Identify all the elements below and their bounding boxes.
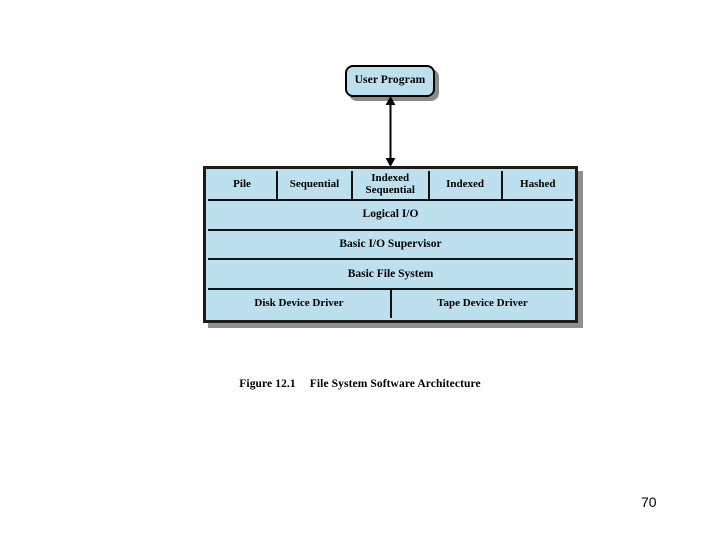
diagram-cell-disk-device-driver: Disk Device Driver <box>208 290 392 318</box>
cell-label: Tape Device Driver <box>437 297 528 310</box>
user-program-box: User Program <box>345 65 435 97</box>
cell-label: Basic I/O Supervisor <box>339 238 442 251</box>
diagram-row-access-methods: Pile Sequential Indexed Sequential Index… <box>208 171 573 201</box>
figure-caption-title: File System Software Architecture <box>309 378 481 390</box>
page-number: 70 <box>641 494 657 510</box>
diagram-cell-tape-device-driver: Tape Device Driver <box>391 290 573 318</box>
diagram-row-basic-io-supervisor: Basic I/O Supervisor <box>208 230 573 261</box>
cell-label: Disk Device Driver <box>254 297 344 310</box>
diagram-cell-basic-file-system: Basic File System <box>208 260 573 289</box>
cell-label: Sequential <box>289 177 340 190</box>
cell-label: Indexed <box>446 177 484 190</box>
file-system-architecture-diagram: Pile Sequential Indexed Sequential Index… <box>203 166 578 323</box>
user-program-label: User Program <box>354 74 426 87</box>
diagram-cell-indexed-sequential: Indexed Sequential <box>352 171 430 199</box>
diagram-cell-basic-io-supervisor: Basic I/O Supervisor <box>208 230 573 259</box>
diagram-row-basic-file-system: Basic File System <box>208 260 573 291</box>
diagram-cell-hashed: Hashed <box>502 171 573 199</box>
diagram-row-device-drivers: Disk Device Driver Tape Device Driver <box>208 290 573 318</box>
cell-label: Logical I/O <box>362 208 419 221</box>
diagram-cell-indexed: Indexed <box>429 171 503 199</box>
diagram-cell-pile: Pile <box>208 171 279 199</box>
figure-caption-number: Figure 12.1 <box>239 378 296 390</box>
figure-caption: Figure 12.1 File System Software Architec… <box>0 378 720 390</box>
diagram-inner: Pile Sequential Indexed Sequential Index… <box>208 171 573 318</box>
cell-label: Hashed <box>520 177 556 190</box>
diagram-cell-logical-io: Logical I/O <box>208 200 573 229</box>
cell-label: Pile <box>233 177 251 190</box>
double-headed-arrow-icon <box>384 96 397 167</box>
cell-label: Basic File System <box>347 268 434 281</box>
diagram-row-logical-io: Logical I/O <box>208 200 573 231</box>
cell-label-wrapper: Indexed Sequential <box>365 172 415 197</box>
cell-label-line2: Sequential <box>365 183 415 196</box>
diagram-cell-sequential: Sequential <box>278 171 353 199</box>
cell-label-line1: Indexed <box>371 172 410 185</box>
